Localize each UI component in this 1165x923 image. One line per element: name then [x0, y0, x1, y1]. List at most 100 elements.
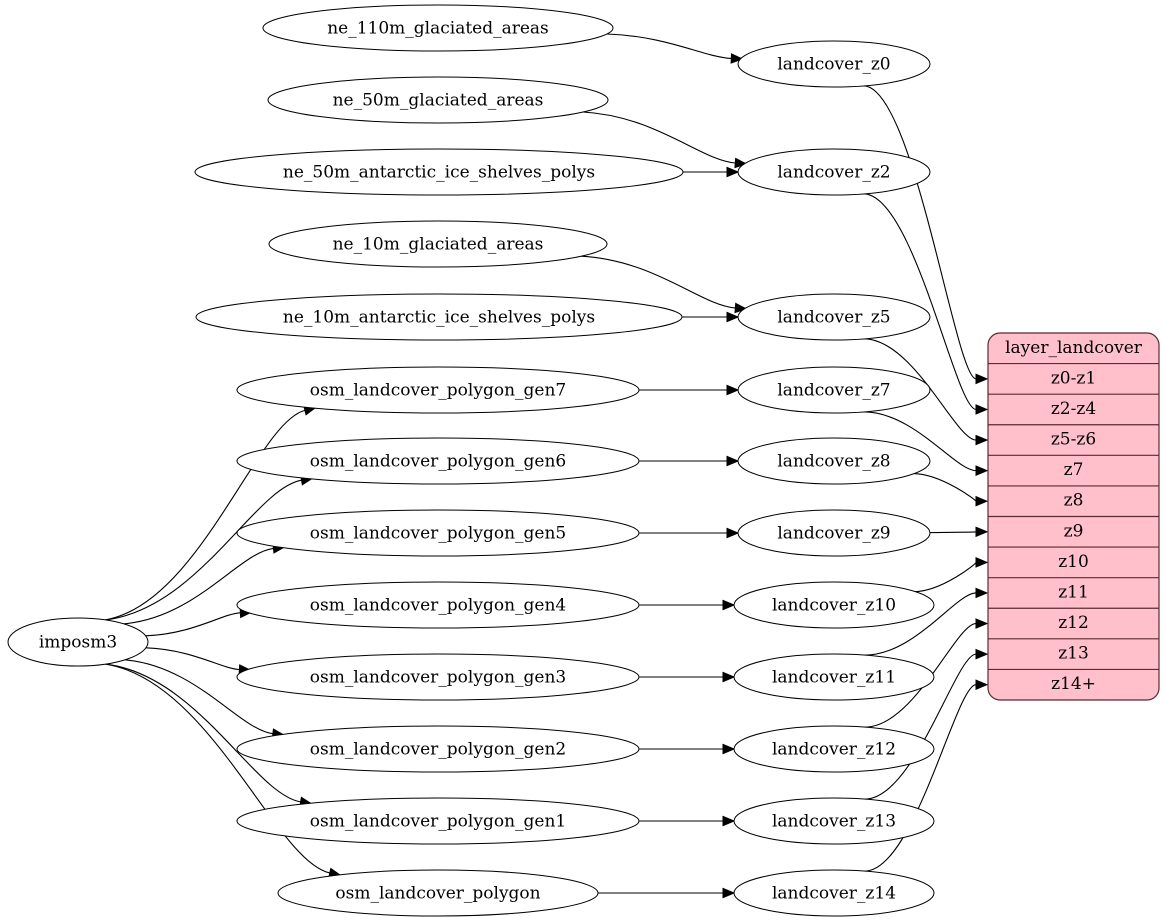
record-row-z11[interactable]: z11	[1058, 582, 1089, 602]
node-ellipse	[194, 148, 684, 196]
node-label: ne_50m_glaciated_areas	[333, 91, 544, 111]
node-label: osm_landcover_polygon_gen1	[310, 812, 566, 832]
node-label: ne_110m_glaciated_areas	[327, 19, 549, 39]
node-osm-landcover-polygon-gen1[interactable]: osm_landcover_polygon_gen1	[236, 797, 640, 845]
node-landcover-z2[interactable]: landcover_z2	[737, 148, 931, 196]
node-ellipse	[733, 869, 935, 917]
edge-ne-10m-glaciated-areas-to-landcover-z5	[581, 255, 736, 309]
edge-ne-50m-glaciated-areas-to-landcover-z2-arrowhead	[734, 157, 748, 169]
node-landcover-z7[interactable]: landcover_z7	[737, 366, 931, 414]
node-osm-landcover-polygon-gen6[interactable]: osm_landcover_polygon_gen6	[236, 437, 640, 485]
edge-landcover-z10-to-z10-arrowhead	[975, 557, 989, 568]
edges-layer	[105, 33, 989, 899]
edge-osm-landcover-polygon-gen3-to-landcover-z11-arrowhead	[722, 671, 736, 683]
node-imposm3[interactable]: imposm3	[7, 617, 149, 667]
edge-osm-landcover-polygon-to-landcover-z14-arrowhead	[722, 887, 736, 899]
node-ellipse	[737, 40, 931, 88]
edge-osm-landcover-polygon-gen1-to-landcover-z13-arrowhead	[722, 815, 736, 827]
node-ellipse	[7, 617, 149, 667]
record-row-z12[interactable]: z12	[1058, 613, 1089, 633]
node-osm-landcover-polygon-gen7[interactable]: osm_landcover_polygon_gen7	[236, 366, 640, 414]
edge-landcover-z7-to-z7-arrowhead	[975, 465, 989, 476]
record-row-z9[interactable]: z9	[1064, 521, 1084, 541]
edge-landcover-z9-to-z9	[928, 531, 978, 534]
edge-landcover-z7-to-z7	[863, 411, 977, 472]
record-row-z8[interactable]: z8	[1064, 491, 1084, 511]
edge-landcover-z5-to-z5-z6-arrowhead	[975, 434, 989, 446]
node-label: imposm3	[39, 633, 117, 653]
node-landcover-z12[interactable]: landcover_z12	[733, 725, 935, 773]
record-row-z10[interactable]: z10	[1058, 552, 1089, 572]
edge-ne-50m-glaciated-areas-to-landcover-z2	[582, 111, 736, 164]
node-label: ne_10m_glaciated_areas	[333, 235, 544, 255]
node-landcover-z14[interactable]: landcover_z14	[733, 869, 935, 917]
node-ne-50m-glaciated-areas[interactable]: ne_50m_glaciated_areas	[267, 76, 609, 124]
node-label: landcover_z0	[777, 55, 890, 75]
node-label: osm_landcover_polygon_gen7	[310, 381, 566, 401]
node-ellipse	[262, 4, 614, 52]
node-landcover-z5[interactable]: landcover_z5	[737, 293, 931, 341]
node-label: landcover_z2	[777, 163, 890, 183]
edge-imposm3-to-osm-landcover-polygon-gen1	[105, 663, 301, 803]
node-landcover-z13[interactable]: landcover_z13	[733, 797, 935, 845]
node-label: landcover_z11	[772, 668, 896, 688]
node-ellipse	[733, 581, 935, 629]
nodes-layer: imposm3 ne_110m_glaciated_areas ne_50m_gla…	[7, 4, 935, 917]
node-ellipse	[268, 220, 608, 268]
node-osm-landcover-polygon-gen4[interactable]: osm_landcover_polygon_gen4	[236, 581, 640, 629]
edge-osm-landcover-polygon-gen4-to-landcover-z10-arrowhead	[722, 599, 736, 611]
node-label: landcover_z12	[772, 740, 896, 760]
node-ellipse	[236, 581, 640, 629]
edge-landcover-z11-to-z11	[864, 592, 977, 656]
edge-landcover-z13-to-z13-arrowhead	[975, 648, 989, 660]
record-row-z2-z4[interactable]: z2-z4	[1051, 399, 1096, 419]
edge-imposm3-to-osm-landcover-polygon-gen3	[145, 647, 240, 671]
node-label: osm_landcover_polygon	[335, 884, 540, 904]
record-table-layer: layer_landcoverz0-z1z2-z4z5-z6z7z8z9z10z…	[987, 332, 1160, 701]
edge-landcover-z8-to-z8	[912, 473, 977, 502]
node-ne-110m-glaciated-areas[interactable]: ne_110m_glaciated_areas	[262, 4, 614, 52]
edge-ne-50m-antarctic-ice-shelves-polys-to-landcover-z2-arrowhead	[726, 166, 740, 178]
node-label: landcover_z8	[777, 452, 890, 472]
node-label: osm_landcover_polygon_gen6	[310, 452, 566, 472]
edge-landcover-z10-to-z10	[913, 561, 977, 593]
node-osm-landcover-polygon-gen5[interactable]: osm_landcover_polygon_gen5	[236, 509, 640, 557]
node-landcover-z11[interactable]: landcover_z11	[733, 653, 935, 701]
node-ne-10m-antarctic-ice-shelves-polys[interactable]: ne_10m_antarctic_ice_shelves_polys	[195, 293, 683, 341]
edge-imposm3-to-osm-landcover-polygon-gen6	[105, 479, 302, 621]
edge-landcover-z12-to-z12-arrowhead	[975, 618, 989, 629]
node-landcover-z9[interactable]: landcover_z9	[737, 509, 931, 557]
edge-imposm3-to-osm-landcover-polygon-gen2	[124, 659, 273, 735]
node-landcover-z8[interactable]: landcover_z8	[737, 437, 931, 485]
record-row-z0-z1[interactable]: z0-z1	[1051, 368, 1096, 388]
edge-landcover-z2-to-z2-z4-arrowhead	[975, 404, 989, 415]
node-ellipse	[267, 76, 609, 124]
node-label: landcover_z10	[772, 596, 896, 616]
node-label: ne_10m_antarctic_ice_shelves_polys	[283, 308, 595, 328]
edge-osm-landcover-polygon-gen5-to-landcover-z9-arrowhead	[726, 527, 740, 539]
node-label: ne_50m_antarctic_ice_shelves_polys	[283, 163, 595, 183]
record-row-z14[interactable]: z14+	[1051, 674, 1096, 694]
node-ellipse	[236, 797, 640, 845]
record-row-z13[interactable]: z13	[1058, 644, 1089, 664]
edge-landcover-z2-to-z2-z4	[863, 193, 977, 411]
node-osm-landcover-polygon-gen3[interactable]: osm_landcover_polygon_gen3	[236, 653, 640, 701]
node-ellipse	[737, 148, 931, 196]
node-label: osm_landcover_polygon_gen2	[310, 740, 566, 760]
node-ellipse	[195, 293, 683, 341]
node-osm-landcover-polygon-gen2[interactable]: osm_landcover_polygon_gen2	[236, 725, 640, 773]
record-row-z7[interactable]: z7	[1064, 460, 1084, 480]
node-landcover-z0[interactable]: landcover_z0	[737, 40, 931, 88]
node-osm-landcover-polygon[interactable]: osm_landcover_polygon	[277, 869, 599, 917]
node-ne-50m-antarctic-ice-shelves-polys[interactable]: ne_50m_antarctic_ice_shelves_polys	[194, 148, 684, 196]
node-ne-10m-glaciated-areas[interactable]: ne_10m_glaciated_areas	[268, 220, 608, 268]
node-label: osm_landcover_polygon_gen4	[310, 596, 566, 616]
node-label: landcover_z14	[772, 884, 896, 904]
node-ellipse	[236, 366, 640, 414]
record-row-z5-z6[interactable]: z5-z6	[1051, 430, 1096, 450]
edge-imposm3-to-osm-landcover-polygon-gen4	[145, 612, 241, 637]
node-landcover-z10[interactable]: landcover_z10	[733, 581, 935, 629]
node-ellipse	[236, 725, 640, 773]
edge-landcover-z9-to-z9-arrowhead	[975, 526, 989, 538]
